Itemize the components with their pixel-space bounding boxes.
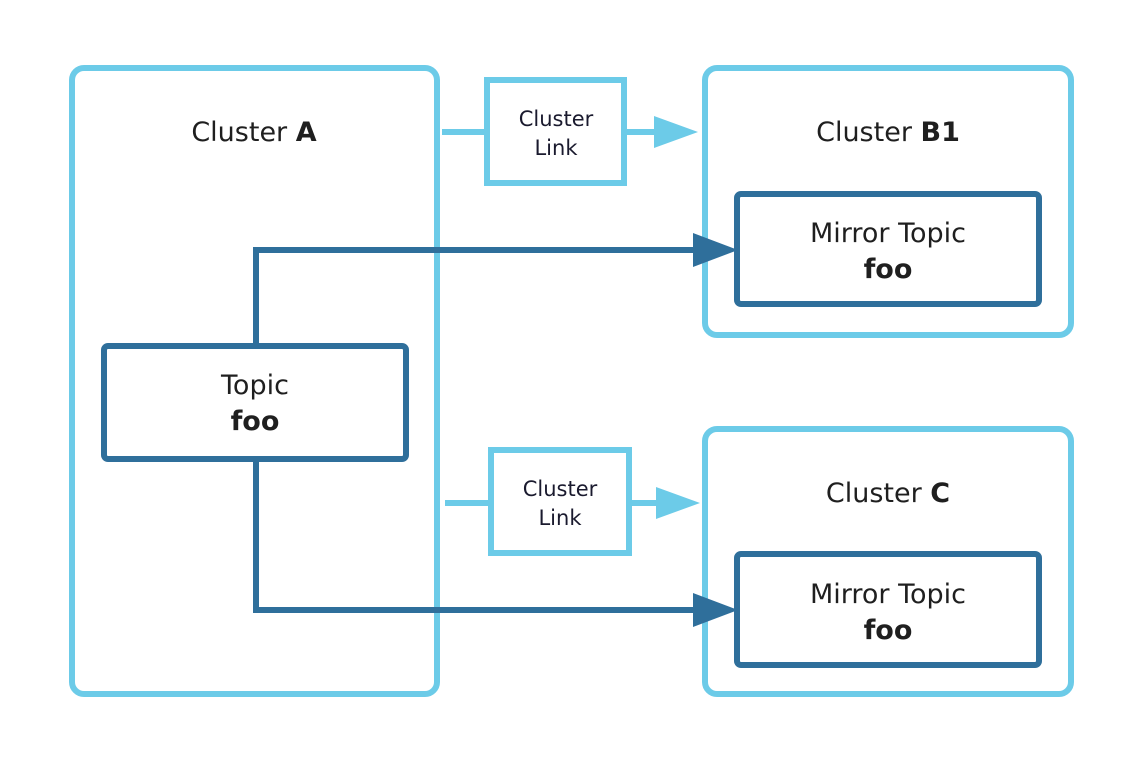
mirror-topic-c-label: Mirror Topic bbox=[810, 579, 966, 610]
mirror-topic-c-name: foo bbox=[864, 615, 913, 646]
cluster-link-top-label-1: Cluster bbox=[519, 107, 594, 131]
cluster-b1-title: Cluster B1 bbox=[816, 117, 960, 148]
cluster-link-bottom-box bbox=[488, 447, 632, 556]
cluster-c-title: Cluster C bbox=[826, 478, 950, 509]
source-topic-name: foo bbox=[231, 406, 280, 437]
mirror-connector-to-b1 bbox=[253, 247, 702, 346]
mirror-connector-to-c-arrowhead bbox=[693, 593, 738, 627]
source-topic-label: Topic bbox=[220, 370, 289, 401]
cluster-link-bottom-label-1: Cluster bbox=[523, 477, 598, 501]
cluster-a-title: Cluster A bbox=[191, 117, 316, 148]
cluster-a-box bbox=[69, 65, 440, 697]
cluster-b1-box bbox=[702, 65, 1074, 338]
mirror-connector-to-b1-arrowhead bbox=[693, 233, 738, 267]
cluster-link-top-box bbox=[484, 77, 627, 186]
mirror-topic-b1-box bbox=[734, 191, 1042, 307]
mirror-connector-to-c bbox=[253, 459, 702, 613]
cluster-c-box bbox=[702, 426, 1074, 697]
mirror-topic-b1-label: Mirror Topic bbox=[810, 218, 966, 249]
source-topic-box bbox=[101, 343, 409, 462]
cluster-link-top-arrowhead bbox=[654, 116, 698, 148]
mirror-topic-c-box bbox=[734, 551, 1042, 668]
cluster-link-top-label-2: Link bbox=[534, 136, 578, 160]
cluster-link-bottom-arrowhead bbox=[656, 487, 700, 519]
cluster-link-bottom-label-2: Link bbox=[538, 506, 582, 530]
mirror-topic-b1-name: foo bbox=[864, 254, 913, 285]
